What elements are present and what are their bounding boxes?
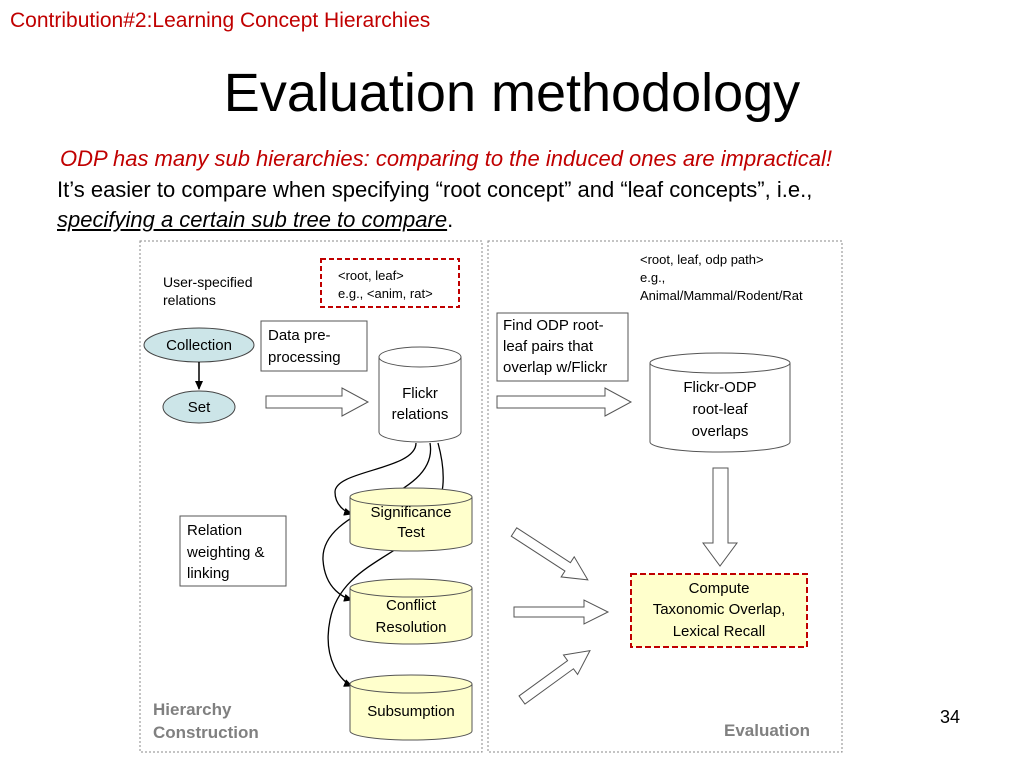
odp-path-line-3: Animal/Mammal/Rodent/Rat — [640, 288, 803, 303]
data-preprocessing-line-1: Data pre- — [268, 327, 331, 344]
flickr-odp-line-1: Flickr-ODP — [683, 379, 756, 396]
bullet-line-1: ODP has many sub hierarchies: comparing … — [60, 146, 833, 171]
hollow-arrow-to-flickr-odp — [496, 387, 633, 417]
data-preprocessing-line-2: processing — [268, 349, 341, 366]
hollow-arrow-from-subsumption — [518, 649, 591, 705]
hollow-arrow-from-conflict — [513, 599, 610, 625]
conflict-resolution-line-1: Conflict — [386, 597, 437, 614]
flickr-odp-cylinder — [649, 363, 791, 453]
evaluation-frame — [487, 240, 843, 753]
hollow-arrow-down-to-compute — [702, 467, 738, 567]
slide-header: Contribution#2:Learning Concept Hierarch… — [10, 9, 431, 32]
significance-test-cylinder-top — [349, 487, 473, 507]
significance-test-cylinder — [349, 497, 473, 552]
flickr-relations-line-1: Flickr — [402, 385, 438, 402]
flickr-odp-cylinder-top — [649, 352, 791, 374]
find-odp-line-2: leaf pairs that — [503, 338, 594, 355]
line-3-period: . — [447, 207, 454, 232]
flickr-odp-line-2: root-leaf — [692, 401, 748, 418]
hollow-arrow-from-significance — [510, 527, 589, 581]
root-leaf-box — [320, 258, 460, 308]
collection-label: Collection — [166, 337, 232, 354]
flickr-odp-line-3: overlaps — [692, 423, 749, 440]
slide-title: Evaluation methodology — [223, 63, 801, 123]
relation-weighting-line-1: Relation — [187, 522, 242, 539]
conflict-resolution-line-2: Resolution — [376, 619, 447, 636]
flickr-relations-line-2: relations — [392, 406, 449, 423]
flickr-relations-cylinder-top — [378, 346, 462, 368]
flow-curve-2 — [322, 442, 432, 602]
root-leaf-line-2: e.g., <anim, rat> — [338, 286, 433, 301]
hierarchy-construction-line-2: Construction — [153, 723, 259, 742]
data-preprocessing-box — [260, 320, 368, 372]
underlined-phrase: specifying a certain sub tree to compare — [57, 207, 448, 232]
conflict-resolution-cylinder — [349, 588, 473, 645]
odp-path-line-1: <root, leaf, odp path> — [640, 252, 764, 267]
relation-weighting-line-3: linking — [187, 565, 230, 582]
find-odp-line-1: Find ODP root- — [503, 317, 604, 334]
subsumption-label: Subsumption — [367, 703, 455, 720]
compute-line-1: Compute — [689, 580, 750, 597]
bullet-line-3: specifying a certain sub tree to compare… — [57, 207, 453, 233]
flow-curve-1 — [334, 442, 417, 516]
evaluation-label: Evaluation — [724, 721, 810, 740]
user-specified-line-1: User-specified — [163, 274, 252, 290]
set-ellipse — [162, 390, 236, 424]
root-leaf-line-1: <root, leaf> — [338, 268, 404, 283]
relation-weighting-line-2: weighting & — [186, 544, 265, 561]
compute-line-2: Taxonomic Overlap, — [653, 601, 786, 618]
bullet-line-2: It’s easier to compare when specifying “… — [57, 177, 813, 202]
relation-weighting-box — [179, 515, 287, 587]
subsumption-cylinder-top — [349, 674, 473, 694]
hierarchy-construction-line-1: Hierarchy — [153, 700, 232, 719]
flickr-relations-cylinder — [378, 357, 462, 443]
compute-line-3: Lexical Recall — [673, 623, 766, 640]
set-label: Set — [188, 399, 211, 416]
find-odp-line-3: overlap w/Flickr — [503, 359, 607, 376]
significance-test-line-2: Test — [397, 524, 425, 541]
compute-box — [630, 573, 808, 648]
page-number: 34 — [940, 707, 961, 727]
significance-test-line-1: Significance — [371, 504, 452, 521]
odp-path-line-2: e.g., — [640, 270, 665, 285]
find-odp-box — [496, 312, 629, 382]
hierarchy-construction-frame — [139, 240, 483, 753]
conflict-resolution-cylinder-top — [349, 578, 473, 598]
user-specified-line-2: relations — [163, 292, 216, 308]
hollow-arrow-to-flickr — [265, 387, 370, 417]
subsumption-cylinder — [349, 684, 473, 741]
